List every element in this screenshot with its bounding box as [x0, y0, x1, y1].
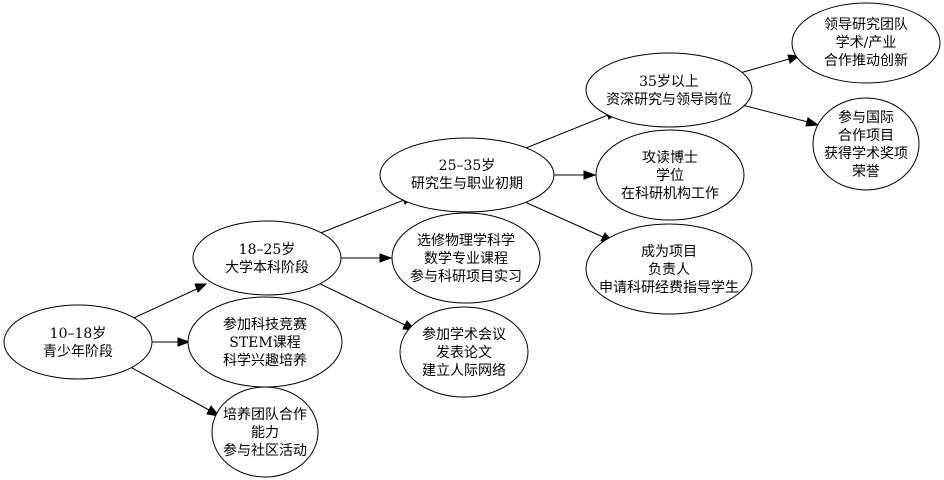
- node-10-18-line-1: 10–18岁: [50, 326, 107, 342]
- node-community-line-3: 参与社区活动: [223, 442, 307, 459]
- node-project-lead-line-1: 成为项目: [641, 244, 697, 260]
- node-25-35: 25–35岁 研究生与职业初期: [379, 137, 555, 213]
- node-stem-line-3: 科学兴趣培养: [223, 353, 307, 369]
- node-18-25: 18–25岁 大学本科阶段: [192, 220, 342, 296]
- node-25-35-line-1: 25–35岁: [439, 158, 496, 174]
- node-lead-team-line-1: 领导研究团队: [824, 17, 908, 33]
- edge-10-18-to-18-25: [124, 283, 208, 323]
- node-major-line-1: 选修物理学科学: [417, 233, 515, 249]
- node-35-plus-line-2: 资深研究与领导岗位: [606, 92, 732, 108]
- node-project-lead: 成为项目 负责人 申请科研经费指导学生: [585, 223, 753, 315]
- node-project-lead-line-2: 负责人: [648, 262, 690, 278]
- edge-10-18-to-stem: [152, 337, 191, 347]
- node-major: 选修物理学科学 数学专业课程 参与科研项目实习: [391, 212, 541, 304]
- node-conference-line-1: 参加学术会议: [422, 326, 506, 343]
- node-community-line-2: 能力: [251, 425, 279, 441]
- node-international-line-2: 合作项目: [838, 128, 894, 144]
- node-phd: 攻读博士 学位 在科研机构工作: [595, 129, 745, 221]
- node-phd-line-2: 学位: [656, 168, 684, 184]
- node-community-line-1: 培养团队合作: [223, 407, 307, 423]
- node-conference: 参加学术会议 发表论文 建立人际网络: [399, 306, 529, 398]
- node-18-25-line-1: 18–25岁: [239, 242, 296, 258]
- node-lead-team-line-3: 合作推动创新: [824, 53, 908, 69]
- edge-18-25-to-25-35: [307, 195, 416, 239]
- node-stem: 参加科技竞赛 STEM课程 科学兴趣培养: [187, 296, 343, 388]
- node-lead-team: 领导研究团队 学术/产业 合作推动创新: [791, 2, 941, 84]
- node-10-18-line-2: 青少年阶段: [43, 344, 113, 360]
- node-10-18: 10–18岁 青少年阶段: [3, 304, 153, 380]
- edge-18-25-to-major: [341, 253, 393, 263]
- node-conference-line-3: 建立人际网络: [422, 363, 506, 379]
- node-major-line-3: 参与科研项目实习: [410, 268, 522, 285]
- node-conference-line-2: 发表论文: [436, 345, 492, 361]
- node-phd-line-1: 攻读博士: [642, 149, 698, 166]
- node-25-35-line-2: 研究生与职业初期: [411, 175, 523, 192]
- edge-25-35-to-phd: [554, 170, 597, 180]
- edge-35-to-international: [741, 104, 820, 127]
- node-international-line-1: 参与国际: [838, 109, 894, 126]
- node-community: 培养团队合作 能力 参与社区活动: [211, 386, 319, 478]
- edge-35-to-lead-team: [739, 54, 801, 74]
- node-phd-line-3: 在科研机构工作: [621, 186, 719, 202]
- edge-25-35-to-35: [515, 110, 620, 153]
- node-35-plus: 35岁以上 资深研究与领导岗位: [585, 52, 753, 128]
- node-18-25-line-2: 大学本科阶段: [225, 260, 309, 276]
- node-international-line-3: 获得学术奖项: [824, 145, 908, 162]
- node-project-lead-line-3: 申请科研经费指导学生: [599, 280, 739, 296]
- node-major-line-2: 数学专业课程: [424, 251, 508, 267]
- node-international: 参与国际 合作项目 获得学术奖项 荣誉: [812, 97, 920, 191]
- node-stem-line-1: 参加科技竞赛: [223, 316, 307, 333]
- node-stem-line-2: STEM课程: [229, 335, 300, 351]
- edge-10-18-to-community: [122, 362, 221, 417]
- node-lead-team-line-2: 学术/产业: [836, 35, 897, 51]
- node-35-plus-line-1: 35岁以上: [639, 74, 699, 90]
- node-international-line-4: 荣誉: [852, 164, 880, 180]
